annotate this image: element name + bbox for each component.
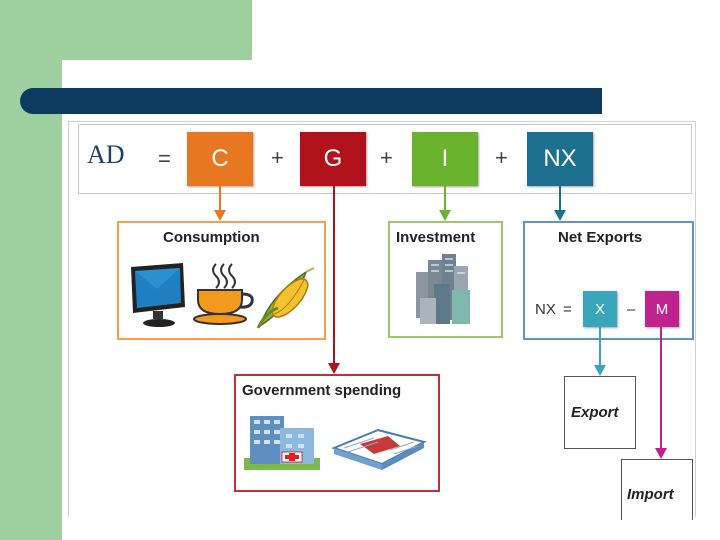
export-label: Export — [571, 404, 619, 421]
consumption-title: Consumption — [163, 229, 260, 246]
net-exports-title: Net Exports — [558, 229, 643, 246]
plus-sign: + — [495, 145, 508, 170]
arrowhead — [439, 210, 451, 221]
arrowhead — [554, 210, 566, 221]
title-bar — [20, 88, 602, 114]
nx-formula-equals: = — [563, 301, 572, 318]
arrowhead — [328, 363, 340, 374]
term-c-tile: C — [187, 132, 253, 186]
nx-formula-lhs: NX — [535, 301, 556, 318]
arrowhead — [655, 448, 667, 459]
office-buildings-icon — [416, 254, 470, 324]
term-g-tile: G — [300, 132, 366, 186]
hospital-icon — [244, 416, 320, 470]
import-label: Import — [627, 486, 674, 503]
nx-formula-minus: – — [627, 301, 636, 318]
ad-label: AD — [87, 140, 125, 169]
term-nx-tile: NX — [527, 132, 593, 186]
plus-sign: + — [380, 145, 393, 170]
x-tile: X — [583, 291, 617, 327]
m-tile: M — [645, 291, 679, 327]
arrowhead — [594, 365, 606, 376]
import-box — [621, 459, 693, 520]
investment-title: Investment — [396, 229, 476, 246]
term-i-tile: I — [412, 132, 478, 186]
equals-sign: = — [158, 146, 171, 171]
plus-sign: + — [271, 145, 284, 170]
arrowhead — [214, 210, 226, 221]
government-spending-title: Government spending — [242, 382, 402, 399]
corn-icon — [256, 267, 315, 329]
coffee-cup-icon — [193, 263, 254, 325]
export-box — [564, 376, 636, 449]
book-icon — [331, 428, 427, 470]
monitor-icon — [131, 263, 185, 327]
